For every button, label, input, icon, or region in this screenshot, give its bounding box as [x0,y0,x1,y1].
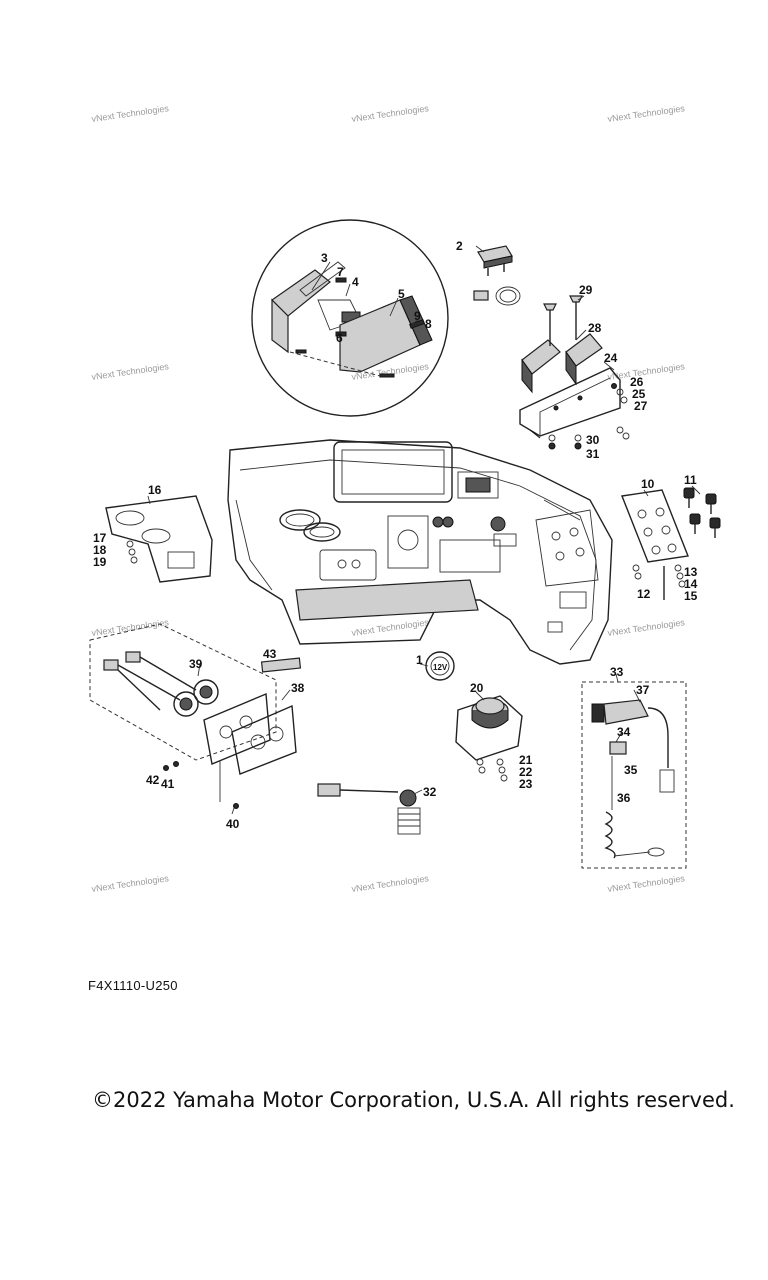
callout-label: 18 [93,543,107,557]
mount-plate [519,367,621,437]
callout-label: 35 [624,763,638,777]
callout-label: 38 [291,681,305,695]
watermark: vNext Technologies [91,361,170,382]
gauge-housing [339,299,421,373]
callout-label: 25 [632,387,646,401]
watermark: vNext Technologies [607,103,686,124]
part-33-37-group [581,681,687,869]
callout-label: 29 [579,283,593,297]
watermark: vNext Technologies [91,873,170,894]
callout-label: 20 [470,681,484,695]
callout-label: 9 [414,309,421,323]
callout-label: 3 [321,251,328,265]
watermark: vNext Technologies [351,873,430,894]
callout-label: 33 [610,665,624,679]
callout-label: 26 [630,375,644,389]
callout-label: 1 [416,653,423,667]
console-body [227,439,613,665]
callout-label: 5 [398,287,405,301]
diagram-code: F4X1110-U250 [88,978,178,993]
callout-label: 40 [226,817,240,831]
part-20-group [455,695,523,782]
display-screen [333,441,453,503]
callout-label: 34 [617,725,631,739]
callout-label: 32 [423,785,437,799]
label-strip [260,657,302,673]
watermark: vNext Technologies [91,617,170,638]
callout-label: 37 [636,683,650,697]
callout-label: 15 [684,589,698,603]
callout-label: 19 [93,555,107,569]
watermark: vNext Technologies [351,103,430,124]
gauge-bezel-side [271,298,289,354]
callout-label: 13 [684,565,698,579]
part-2-group [473,245,521,306]
watermark: vNext Technologies [91,103,170,124]
callout-label: 17 [93,531,107,545]
console-group [227,439,613,665]
watermark: vNext Technologies [607,617,686,638]
part-24-31-group [519,295,630,450]
callout-label: 6 [336,331,343,345]
part-38-42-group [89,623,297,809]
callout-label: 10 [641,477,655,491]
callout-label: 21 [519,753,533,767]
callout-label: 22 [519,765,533,779]
callout-label: 30 [586,433,600,447]
callout-label: 28 [588,321,602,335]
callout-label: 11 [684,473,697,487]
callout-labels: 1 2 3 4 5 6 7 8 9 10 11 12 13 14 15 16 1… [93,239,698,831]
part-1-group: 12V [425,651,455,681]
callout-label: 27 [634,399,648,413]
callout-label: 43 [263,647,277,661]
callout-label: 42 [146,773,160,787]
callout-label: 24 [604,351,618,365]
watermark: vNext Technologies [607,873,686,894]
callout-label: 12 [637,587,651,601]
watermark: vNext Technologies [351,617,430,638]
callout-label: 39 [189,657,203,671]
callout-label: 23 [519,777,533,791]
callout-label: 31 [586,447,600,461]
callout-label: 7 [337,265,344,279]
part-32-group [317,783,421,835]
callout-label: 14 [684,577,698,591]
leader-lines [147,245,701,815]
detail-circle-group [251,219,449,417]
callout-label: 8 [425,317,432,331]
part-10-11-group [621,487,721,600]
callout-label: 36 [617,791,631,805]
callout-label: 16 [148,483,162,497]
callout-label: 41 [161,777,175,791]
callout-label: 2 [456,239,463,253]
callout-label: 4 [352,275,359,289]
detail-circle [251,219,449,417]
copyright-notice: ©2022 Yamaha Motor Corporation, U.S.A. A… [92,1088,735,1112]
socket-marking: 12V [433,663,448,672]
part-16-group [105,495,213,583]
